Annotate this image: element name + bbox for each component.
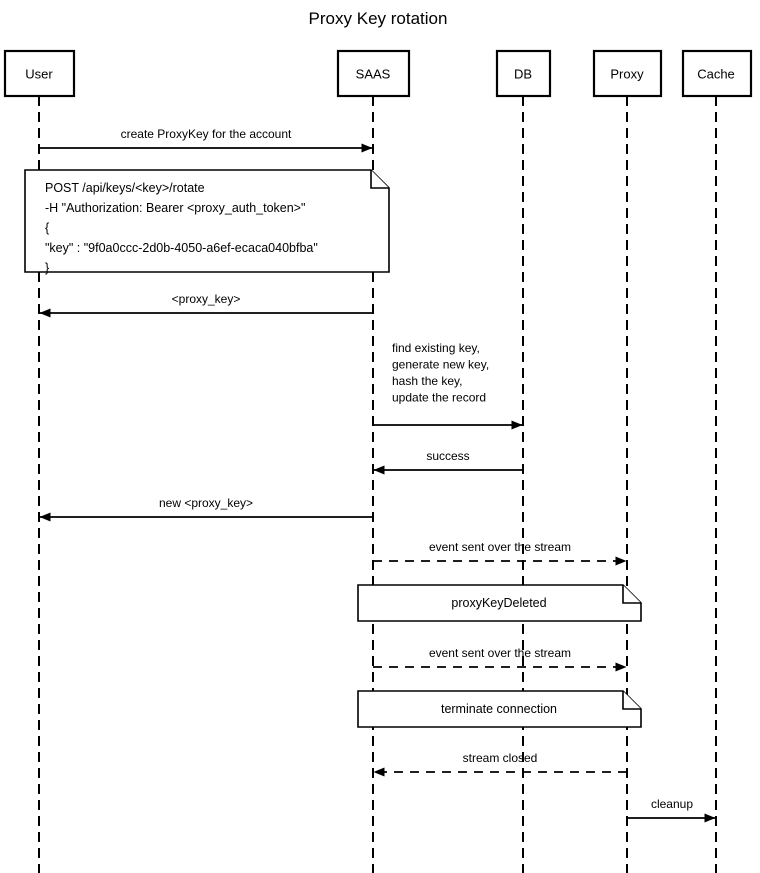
participant-box[interactable] (336, 49, 411, 98)
note-line: proxyKeyDeleted (451, 596, 546, 610)
note-fold-corner-icon (622, 691, 641, 710)
message-stream-closed[interactable]: stream closed (373, 751, 627, 777)
note-line: POST /api/keys/<key>/rotate (45, 181, 205, 195)
message-proxy-key-response[interactable]: <proxy_key> (39, 292, 373, 318)
message-label: <proxy_key> (172, 292, 241, 306)
participant-label: SAAS (356, 67, 391, 82)
note-body (357, 690, 642, 728)
message-db-success[interactable]: success (373, 449, 523, 475)
note-fold-corner-icon (370, 170, 389, 189)
note-fold-corner-icon (622, 585, 641, 604)
message-label: create ProxyKey for the account (121, 127, 292, 141)
message-label: event sent over the stream (429, 646, 571, 660)
participant-box[interactable] (592, 49, 663, 98)
note-body (357, 584, 642, 622)
note-proxy-key-deleted-note: proxyKeyDeleted (357, 584, 642, 622)
note-line: "key" : "9f0a0ccc-2d0b-4050-a6ef-ecaca04… (45, 241, 318, 255)
message-label: event sent over the stream (429, 540, 571, 554)
participant-box[interactable] (495, 49, 552, 98)
participant-label: Cache (697, 67, 735, 82)
processing-note-line: generate new key, (392, 358, 489, 372)
note-request-note: POST /api/keys/<key>/rotate -H "Authoriza… (24, 169, 390, 275)
participant-label: Proxy (610, 67, 644, 82)
participant-saas[interactable]: SAAS (336, 49, 411, 873)
page-title: Proxy Key rotation (309, 9, 448, 28)
note-terminate-connection-note: terminate connection (357, 690, 642, 728)
processing-note-line: find existing key, (392, 341, 480, 355)
participant-label: DB (514, 67, 532, 82)
note-line: terminate connection (441, 702, 557, 716)
saas-processing-note: find existing key, generate new key, hash … (392, 341, 489, 405)
note-line: } (45, 261, 49, 275)
note-line: { (45, 221, 49, 235)
lifelines-layer: User SAAS DB Proxy Cache (3, 49, 753, 873)
message-label: cleanup (651, 797, 693, 811)
message-event-stream-1[interactable]: event sent over the stream (373, 540, 627, 566)
message-label: stream closed (463, 751, 538, 765)
messages-layer: create ProxyKey for the account <proxy_ke… (39, 127, 716, 823)
participant-proxy[interactable]: Proxy (592, 49, 663, 873)
participant-box[interactable] (3, 49, 76, 98)
processing-note-line: hash the key, (392, 374, 463, 388)
message-label: success (426, 449, 469, 463)
participant-cache[interactable]: Cache (681, 49, 753, 873)
message-cleanup[interactable]: cleanup (627, 797, 716, 823)
message-create-proxykey[interactable]: create ProxyKey for the account (39, 127, 373, 153)
processing-note-line: update the record (392, 391, 486, 405)
participant-user[interactable]: User (3, 49, 76, 873)
message-new-proxy-key[interactable]: new <proxy_key> (39, 496, 373, 522)
message-label: new <proxy_key> (159, 496, 253, 510)
message-event-stream-2[interactable]: event sent over the stream (373, 646, 627, 672)
note-line: -H "Authorization: Bearer <proxy_auth_to… (45, 201, 305, 215)
participant-box[interactable] (681, 49, 753, 98)
participant-db[interactable]: DB (495, 49, 552, 873)
note-body (24, 169, 390, 273)
notes-layer: POST /api/keys/<key>/rotate -H "Authoriza… (24, 169, 642, 728)
participant-label: User (25, 67, 53, 82)
